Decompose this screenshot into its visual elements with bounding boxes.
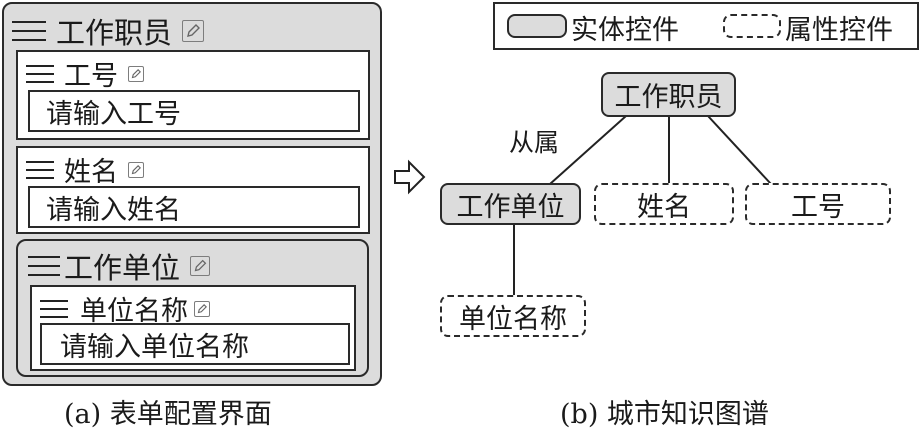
field-label: 工号 bbox=[64, 61, 118, 92]
drag-handle-icon[interactable] bbox=[28, 254, 60, 278]
field-label: 姓名 bbox=[64, 157, 118, 188]
field-label: 单位名称 bbox=[80, 296, 188, 327]
legend: 实体控件 属性控件 bbox=[493, 2, 919, 50]
edit-icon[interactable] bbox=[182, 20, 205, 42]
root-label: 工作职员 bbox=[56, 16, 173, 50]
root-header: 工作职员 bbox=[12, 10, 205, 52]
node-root-entity[interactable]: 工作职员 bbox=[601, 72, 736, 117]
form-root-container: 工作职员 工号 请输入工号 姓名 请输入姓名 bbox=[2, 2, 382, 386]
edit-icon[interactable] bbox=[128, 65, 144, 82]
field-header: 姓名 bbox=[26, 150, 144, 189]
node-name-attribute[interactable]: 姓名 bbox=[594, 183, 734, 225]
field-header: 工号 bbox=[26, 54, 144, 93]
edit-icon[interactable] bbox=[128, 161, 144, 178]
nested-header: 工作单位 bbox=[28, 245, 211, 287]
legend-entity-swatch bbox=[507, 14, 567, 38]
field-header: 单位名称 bbox=[40, 289, 210, 328]
relation-label: 从属 bbox=[509, 128, 560, 157]
caption-a: (a) 表单配置界面 bbox=[64, 399, 272, 430]
edge-root-org bbox=[549, 115, 627, 185]
nested-entity-container[interactable]: 工作单位 单位名称 请输入单位名称 bbox=[16, 239, 369, 377]
field-card-org-name[interactable]: 单位名称 请输入单位名称 bbox=[30, 285, 356, 371]
legend-attribute-swatch bbox=[723, 14, 781, 38]
caption-b: (b) 城市知识图谱 bbox=[560, 399, 769, 430]
field-card-name[interactable]: 姓名 请输入姓名 bbox=[16, 146, 370, 234]
drag-handle-icon[interactable] bbox=[12, 19, 46, 43]
employee-id-input[interactable]: 请输入工号 bbox=[28, 90, 360, 132]
node-org-entity[interactable]: 工作单位 bbox=[440, 183, 581, 225]
org-name-input[interactable]: 请输入单位名称 bbox=[40, 323, 350, 365]
edit-icon[interactable] bbox=[190, 256, 211, 276]
node-orgname-attribute[interactable]: 单位名称 bbox=[440, 295, 586, 337]
drag-handle-icon[interactable] bbox=[26, 159, 54, 181]
drag-handle-icon[interactable] bbox=[40, 298, 68, 320]
edge-root-id bbox=[707, 115, 772, 185]
legend-entity-label: 实体控件 bbox=[571, 15, 679, 46]
legend-attribute-label: 属性控件 bbox=[785, 15, 893, 46]
name-input[interactable]: 请输入姓名 bbox=[28, 186, 360, 228]
field-card-employee-id[interactable]: 工号 请输入工号 bbox=[16, 50, 370, 140]
arrow-right-icon bbox=[394, 159, 426, 195]
node-id-attribute[interactable]: 工号 bbox=[745, 183, 891, 225]
drag-handle-icon[interactable] bbox=[26, 63, 54, 85]
edit-icon[interactable] bbox=[194, 300, 210, 317]
nested-label: 工作单位 bbox=[64, 251, 181, 285]
